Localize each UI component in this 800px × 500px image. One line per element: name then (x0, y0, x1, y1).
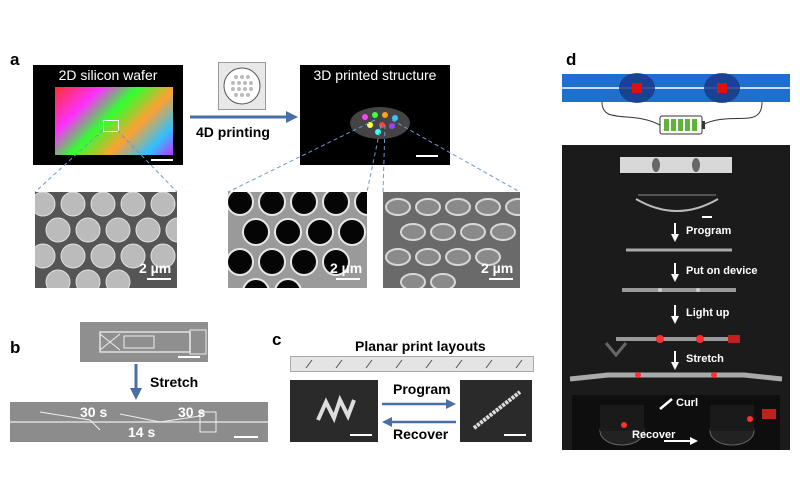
device-photo-panel: Program Put on device Light up Stretch (562, 145, 790, 450)
scale-text-2: 2 µm (330, 260, 363, 276)
panel-a-label: a (10, 50, 20, 69)
panel-b-label: b (10, 338, 21, 357)
program-label-d: Program (686, 225, 732, 237)
sem-after-stretch: 30 s 30 s 14 s (10, 402, 268, 442)
arrow-down-icon (671, 305, 679, 324)
curl-recover-photo: Curl Recover (572, 395, 780, 450)
scale-bar (147, 278, 171, 280)
lit-device (604, 335, 740, 358)
scale-bar (336, 278, 360, 280)
helix-image (290, 380, 378, 442)
flat-device (626, 248, 732, 252)
straight-rod-image (460, 380, 532, 442)
scale-bar (504, 434, 526, 436)
time-label-1: 30 s (80, 404, 108, 420)
stretched-device (569, 372, 783, 382)
curl-label: Curl (676, 397, 698, 409)
curled-device (635, 194, 719, 218)
arrow-down-icon (671, 263, 679, 282)
put-on-label: Put on device (686, 265, 758, 277)
recover-label-d: Recover (632, 429, 676, 441)
sem-image-holes: 2 µm (228, 192, 367, 288)
sem-image-tilted: 2 µm (383, 192, 520, 288)
structure-title: 3D printed structure (313, 67, 437, 83)
stretch-label: Stretch (150, 374, 199, 390)
program-recover-arrows (382, 399, 456, 427)
scale-bar (416, 155, 438, 157)
process-label: 4D printing (196, 124, 270, 140)
dome-icon (350, 107, 410, 139)
time-label-2: 30 s (178, 404, 206, 420)
sem-image-wafer: 2 µm (35, 192, 177, 288)
scale-bar (350, 434, 372, 436)
device-schematic (562, 73, 790, 135)
scale-bar (489, 278, 513, 280)
time-label-3: 14 s (128, 424, 156, 440)
arrow-down-icon (671, 223, 679, 242)
scale-text-1: 2 µm (139, 260, 172, 276)
mask-circle (223, 67, 261, 105)
wafer-title: 2D silicon wafer (58, 67, 158, 83)
sem-before-stretch (80, 322, 208, 362)
scale-bar (151, 159, 173, 161)
light-up-label: Light up (686, 307, 730, 319)
printed-structure-image: 3D printed structure (300, 65, 450, 165)
panel-d-label: d (566, 50, 577, 69)
scale-text-3: 2 µm (481, 260, 514, 276)
wafer-image: 2D silicon wafer (33, 65, 183, 165)
wafer-zoom-box (103, 120, 119, 132)
recover-label-c: Recover (393, 426, 449, 442)
stretch-label-d: Stretch (686, 353, 724, 365)
panel-c-label: c (272, 330, 282, 349)
print-layout-strip (290, 356, 534, 372)
device-on-band (622, 288, 736, 292)
layouts-label: Planar print layouts (355, 338, 486, 354)
mask-image (218, 62, 266, 110)
scale-bar (178, 356, 200, 358)
layout-strip (620, 157, 732, 173)
wafer-rainbow (55, 87, 173, 155)
arrow-right-icon (190, 111, 298, 123)
program-label-c: Program (393, 381, 451, 397)
arrow-down-icon (130, 364, 142, 400)
scale-bar (234, 436, 258, 438)
arrow-down-icon (671, 351, 679, 370)
